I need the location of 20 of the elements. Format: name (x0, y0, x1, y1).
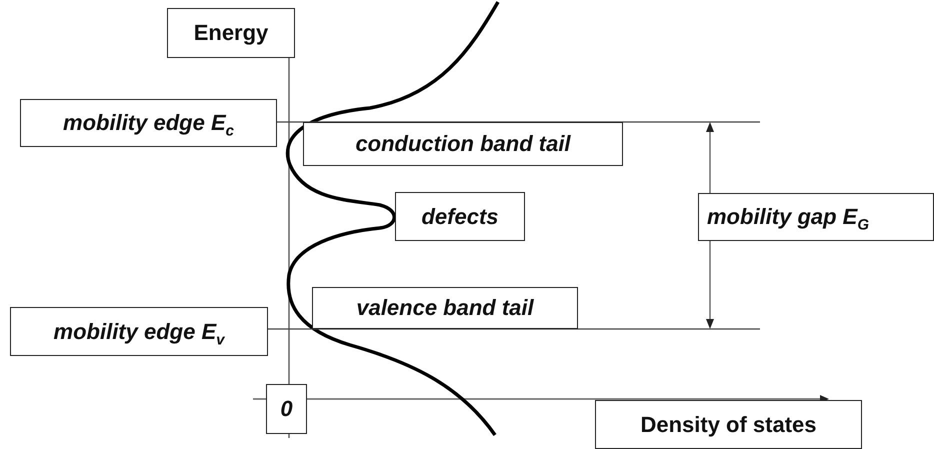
label-text: mobility gap E$_{G}$ (707, 204, 870, 230)
energy-level-line (268, 328, 760, 330)
label-text: Energy (194, 20, 268, 46)
label-text: 0 (280, 396, 293, 422)
label-box (312, 287, 578, 329)
label-text: defects (421, 204, 499, 230)
label-box (266, 384, 307, 434)
label-box (698, 193, 934, 241)
label-box (20, 99, 277, 147)
label-text: valence band tail (356, 295, 534, 321)
label-box (303, 122, 623, 166)
label-text: conduction band tail (355, 131, 571, 157)
label-text: Density of states (640, 412, 817, 438)
label-box (167, 8, 295, 58)
label-text: mobility edge E$_{v}$ (54, 318, 224, 344)
label-text: mobility edge E$_{c}$ (63, 110, 234, 136)
label-box (595, 400, 862, 449)
label-box (10, 307, 268, 356)
label-box (395, 192, 525, 241)
energy-level-line (277, 121, 760, 123)
